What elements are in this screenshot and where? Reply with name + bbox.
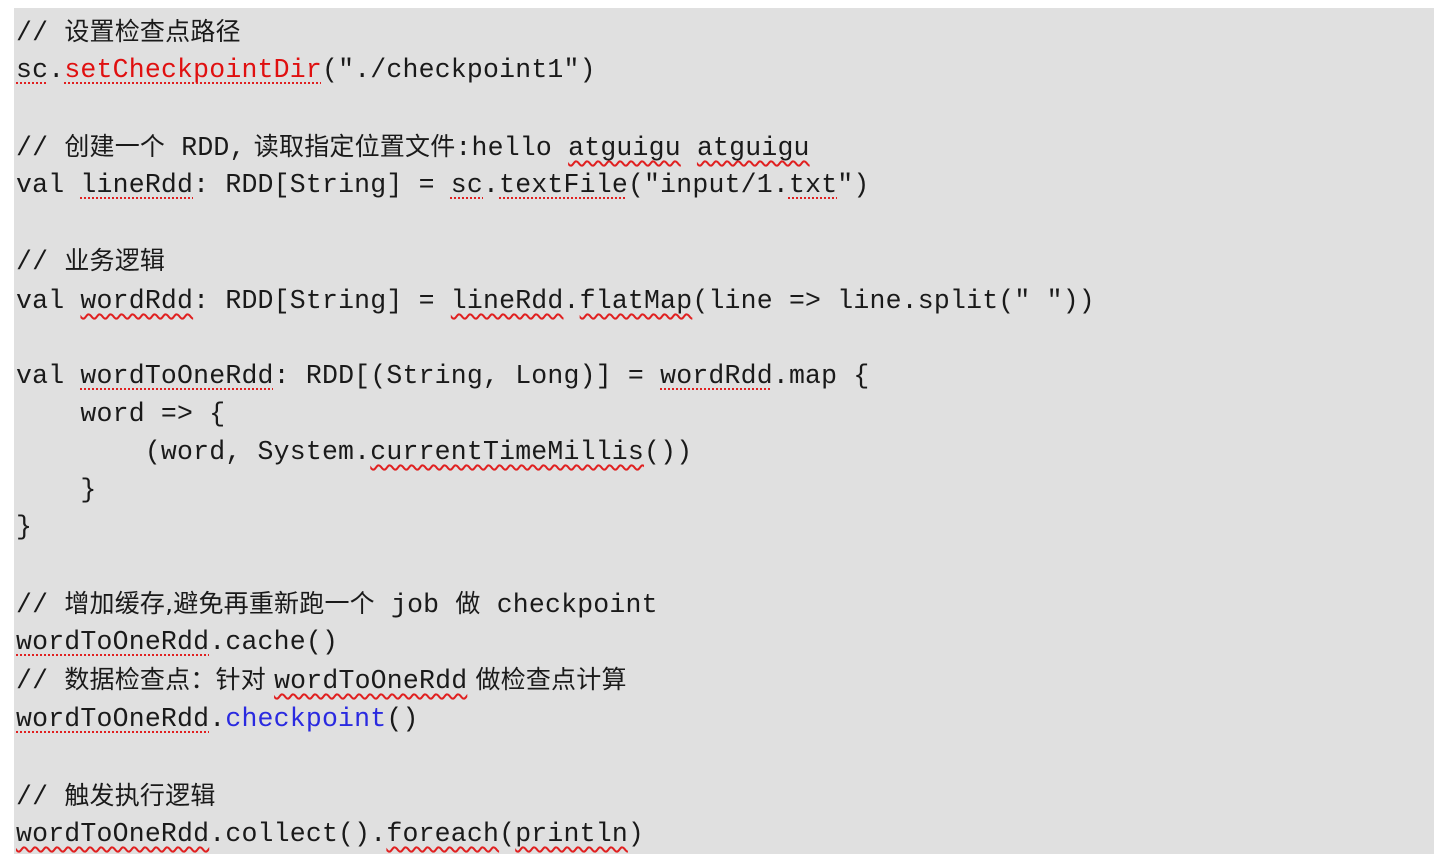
- code-text: }: [16, 512, 33, 542]
- argument-ext: txt: [788, 170, 838, 200]
- comment-word: atguigu: [568, 133, 681, 163]
- keyword-val: val: [16, 361, 81, 391]
- map-call: .map {: [772, 361, 870, 391]
- identifier-line-rdd: lineRdd: [450, 286, 564, 316]
- code-line-16: // 触发执行逻辑: [16, 778, 216, 814]
- code-text: (word, System.: [16, 437, 371, 467]
- code-text: ()): [644, 437, 693, 467]
- method-checkpoint: checkpoint: [225, 704, 387, 734]
- argument: ("input/1.: [627, 170, 789, 200]
- comment-text: 做: [455, 589, 481, 618]
- identifier-word-rdd: wordRdd: [80, 286, 194, 316]
- type-annotation: : RDD[(String, Long)] =: [273, 361, 661, 391]
- method-text-file: textFile: [499, 170, 628, 200]
- code-text: ): [627, 819, 645, 849]
- method-foreach: foreach: [386, 819, 500, 849]
- code-text: (: [499, 819, 516, 849]
- code-line-6: val wordRdd: RDD[String] = lineRdd.flatM…: [16, 283, 1095, 319]
- comment-text: 读取指定位置文件: [245, 132, 456, 161]
- code-line-9: (word, System.currentTimeMillis()): [16, 434, 692, 470]
- comment-slash: //: [16, 590, 65, 620]
- argument: ("./checkpoint1"): [321, 55, 596, 85]
- comment-text: 增加缓存,避免再重新跑一个: [64, 589, 375, 618]
- comment-text: checkpoint: [480, 590, 658, 620]
- comment-text: 设置检查点路径: [64, 17, 241, 46]
- comment-text: job: [374, 590, 456, 620]
- code-line-10: }: [16, 472, 97, 508]
- identifier-word-to-one-rdd: wordToOneRdd: [16, 627, 210, 657]
- comment-text: RDD,: [165, 133, 246, 163]
- comment-text: 触发执行逻辑: [64, 781, 216, 810]
- dot: .: [209, 704, 226, 734]
- dot: .: [483, 170, 500, 200]
- code-text: (): [386, 704, 419, 734]
- comment-slash: //: [16, 133, 65, 163]
- identifier-word-to-one-rdd: wordToOneRdd: [16, 704, 210, 734]
- method-println: println: [515, 819, 628, 849]
- keyword-val: val: [16, 170, 81, 200]
- code-line-15: wordToOneRdd.checkpoint(): [16, 701, 419, 737]
- comment-text: 创建一个: [64, 132, 166, 161]
- space: [681, 133, 697, 163]
- identifier-word-to-one-rdd: wordToOneRdd: [80, 361, 274, 391]
- code-line-7: val wordToOneRdd: RDD[(String, Long)] = …: [16, 358, 869, 394]
- argument-end: "): [837, 170, 870, 200]
- code-line-13: wordToOneRdd.cache(): [16, 624, 338, 660]
- code-line-11: }: [16, 509, 32, 545]
- code-line-2: sc.setCheckpointDir("./checkpoint1"): [16, 52, 596, 88]
- code-line-8: word => {: [16, 396, 225, 432]
- code-line-17: wordToOneRdd.collect().foreach(println): [16, 816, 644, 852]
- method-flat-map: flatMap: [579, 286, 693, 316]
- identifier-word-rdd: wordRdd: [660, 361, 773, 391]
- code-text: word => {: [16, 399, 226, 429]
- comment-slash: //: [16, 782, 65, 812]
- comment-text: 数据检查点：针对: [64, 665, 275, 694]
- code-line-3: // 创建一个 RDD, 读取指定位置文件:hello atguigu atgu…: [16, 129, 810, 165]
- identifier-sc: sc: [16, 55, 49, 85]
- comment-text: 做检查点计算: [467, 665, 627, 694]
- type-annotation: : RDD[String] =: [193, 286, 451, 316]
- code-text: }: [16, 475, 97, 505]
- identifier-sc: sc: [450, 170, 484, 200]
- lambda: (line => line.split(" ")): [692, 286, 1095, 316]
- dot: .: [563, 286, 580, 316]
- method-set-checkpoint-dir: setCheckpointDir: [64, 55, 322, 85]
- code-line-4: val lineRdd: RDD[String] = sc.textFile("…: [16, 167, 870, 203]
- identifier-word-to-one-rdd: wordToOneRdd: [16, 819, 210, 849]
- type-annotation: : RDD[String] =: [193, 170, 451, 200]
- comment-word: atguigu: [696, 133, 810, 163]
- keyword-val: val: [16, 286, 81, 316]
- code-line-14: // 数据检查点：针对 wordToOneRdd 做检查点计算: [16, 662, 627, 698]
- comment-text: :hello: [455, 133, 569, 163]
- code-line-12: // 增加缓存,避免再重新跑一个 job 做 checkpoint: [16, 586, 658, 622]
- comment-text: 业务逻辑: [64, 246, 166, 275]
- method-current-time-millis: currentTimeMillis: [370, 437, 645, 467]
- code-line-1: // 设置检查点路径: [16, 14, 241, 50]
- cache-call: .cache(): [209, 627, 339, 657]
- comment-slash: //: [16, 247, 65, 277]
- code-block: // 设置检查点路径 sc.setCheckpointDir("./checkp…: [14, 8, 1434, 854]
- dot: .: [48, 55, 65, 85]
- code-line-5: // 业务逻辑: [16, 243, 165, 279]
- comment-word: wordToOneRdd: [274, 666, 468, 696]
- collect-call: .collect().: [209, 819, 387, 849]
- comment-slash: //: [16, 666, 65, 696]
- comment-slash: //: [16, 18, 65, 48]
- identifier-line-rdd: lineRdd: [80, 170, 194, 200]
